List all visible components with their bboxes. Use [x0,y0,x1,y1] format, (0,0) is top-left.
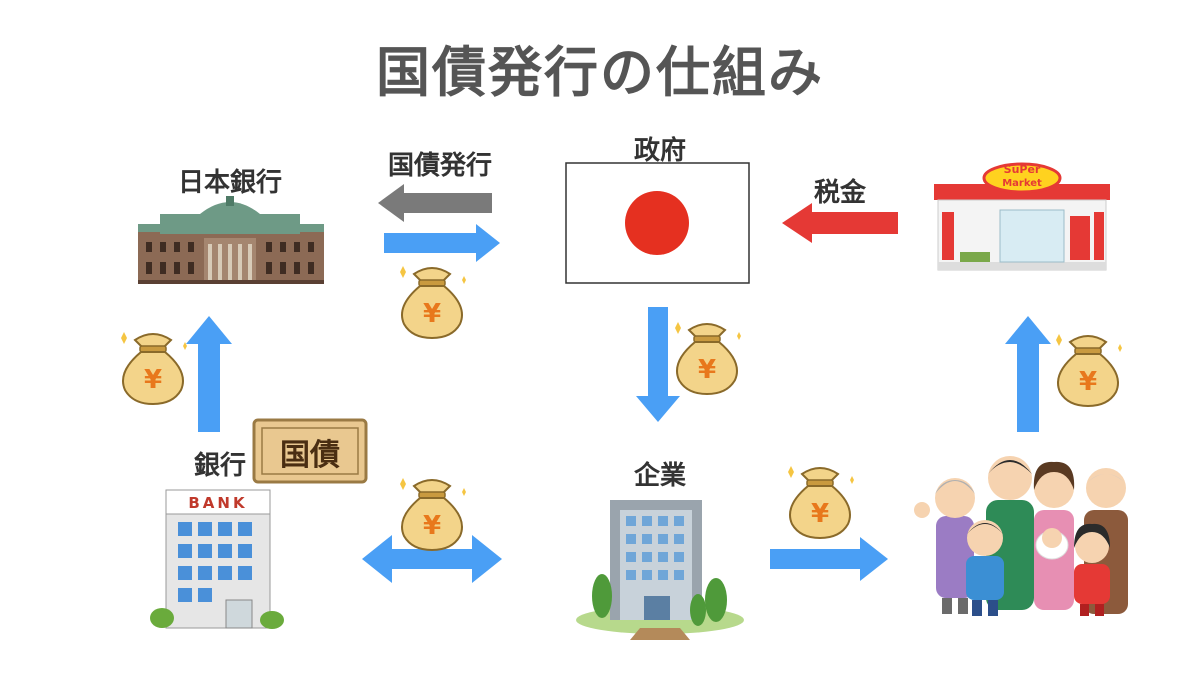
bank-building-icon [150,489,284,629]
bond-ticket-text: 国債 [280,438,340,473]
bank-company-double-arrow [362,535,502,583]
bond-issue-arrow [378,184,492,222]
money-bag-icon [120,331,188,405]
supermarket-sign-bottom: Market [1002,178,1042,189]
bond-ticket-icon [252,418,368,484]
money-bag-icon [1055,333,1123,407]
money-bag-icon [399,477,467,551]
government-label: 政府 [633,136,686,166]
boj-label: 日本銀行 [177,168,282,198]
family-to-supermarket-arrow [1005,316,1051,432]
page-title: 国債発行の仕組み [376,41,824,104]
bank-to-boj-arrow [186,316,232,432]
bond-issue-label: 国債発行 [387,151,492,181]
money-bag-icon [674,321,742,395]
supermarket-sign-top: SuPer [1004,163,1041,176]
gov-to-company-arrow [636,307,680,422]
tax-arrow [782,203,898,243]
family-icon [914,456,1128,616]
japan-flag-icon [565,162,750,284]
money-bag-icon [399,265,467,339]
boj-building-icon [138,196,324,284]
company-label: 企業 [633,461,686,491]
bank-sign: BANK [188,494,247,512]
boj-to-gov-arrow [384,224,500,262]
office-building-icon [576,500,744,640]
tax-label: 税金 [813,178,866,208]
bank-label: 銀行 [193,451,246,481]
supermarket-icon [934,162,1110,271]
money-bag-icon [787,465,855,539]
company-to-family-arrow [770,537,888,581]
